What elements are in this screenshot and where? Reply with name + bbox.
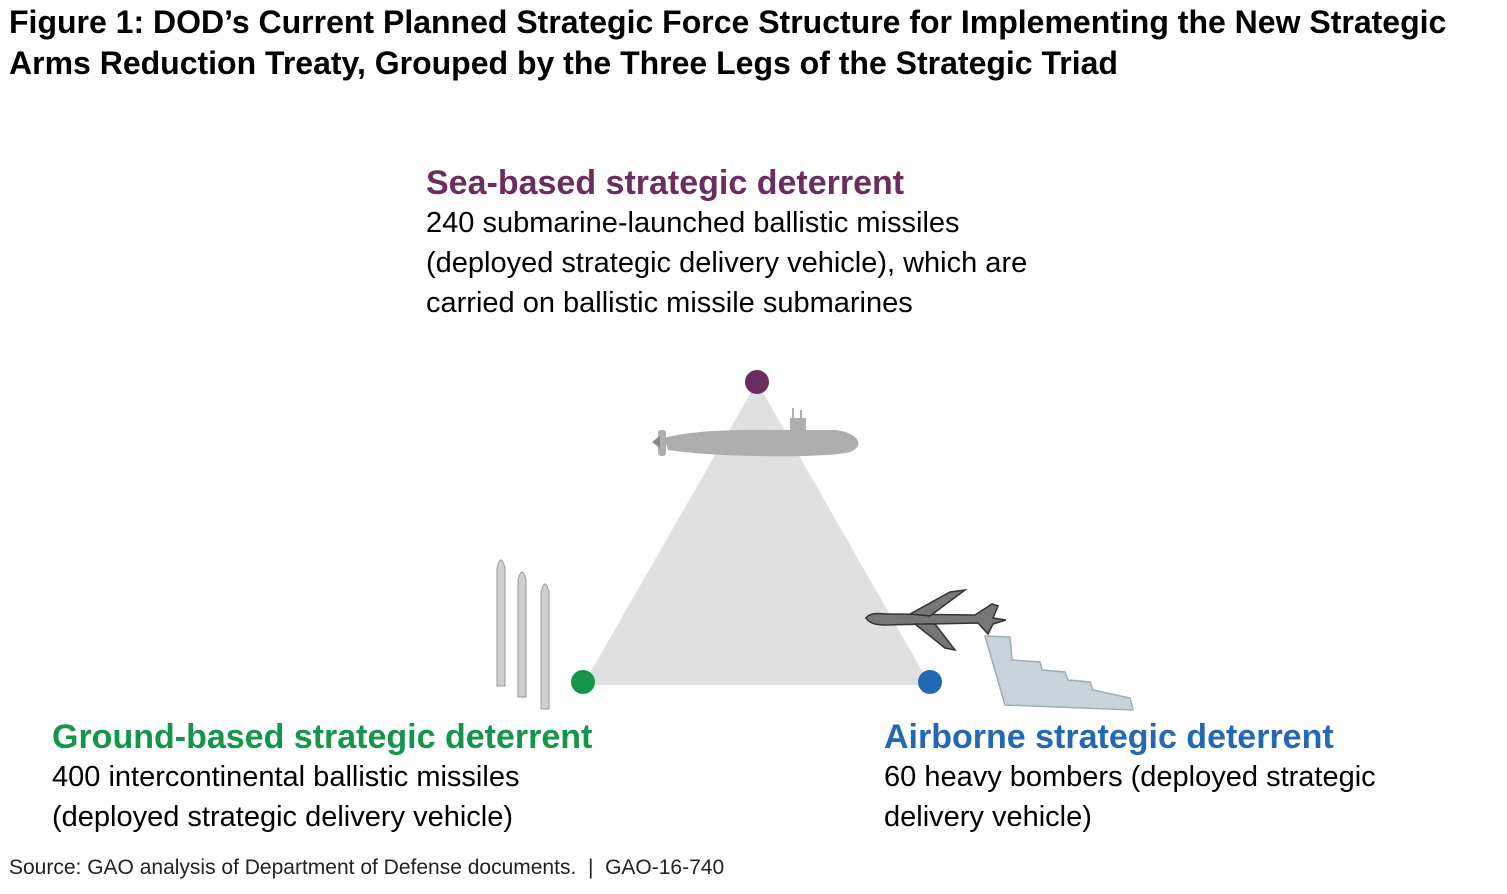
- triad-triangle: [583, 382, 930, 685]
- ground-leg-description: 400 intercontinental ballistic missiles …: [52, 761, 520, 833]
- ground-node-dot: [571, 670, 595, 694]
- submarine-icon: [652, 408, 859, 457]
- air-leg-label: Airborne strategic deterrent 60 heavy bo…: [884, 717, 1474, 837]
- air-node-dot: [918, 670, 942, 694]
- air-leg-description: 60 heavy bombers (deployed strategic del…: [884, 761, 1376, 833]
- bomber-b52-icon: [865, 588, 1007, 652]
- source-note: Source: GAO analysis of Department of De…: [9, 856, 725, 879]
- sea-node-dot: [745, 370, 769, 394]
- air-leg-heading: Airborne strategic deterrent: [884, 718, 1334, 756]
- ground-leg-heading: Ground-based strategic deterrent: [52, 718, 593, 756]
- sea-leg-description: 240 submarine-launched ballistic missile…: [426, 207, 1028, 319]
- missiles-icon: [496, 559, 550, 710]
- bomber-b2-icon: [983, 635, 1134, 711]
- figure-title: Figure 1: DOD’s Current Planned Strategi…: [9, 4, 1447, 81]
- ground-leg-label: Ground-based strategic deterrent 400 int…: [52, 717, 612, 837]
- sea-leg-heading: Sea-based strategic deterrent: [426, 164, 905, 202]
- sea-leg-label: Sea-based strategic deterrent 240 submar…: [426, 163, 1076, 323]
